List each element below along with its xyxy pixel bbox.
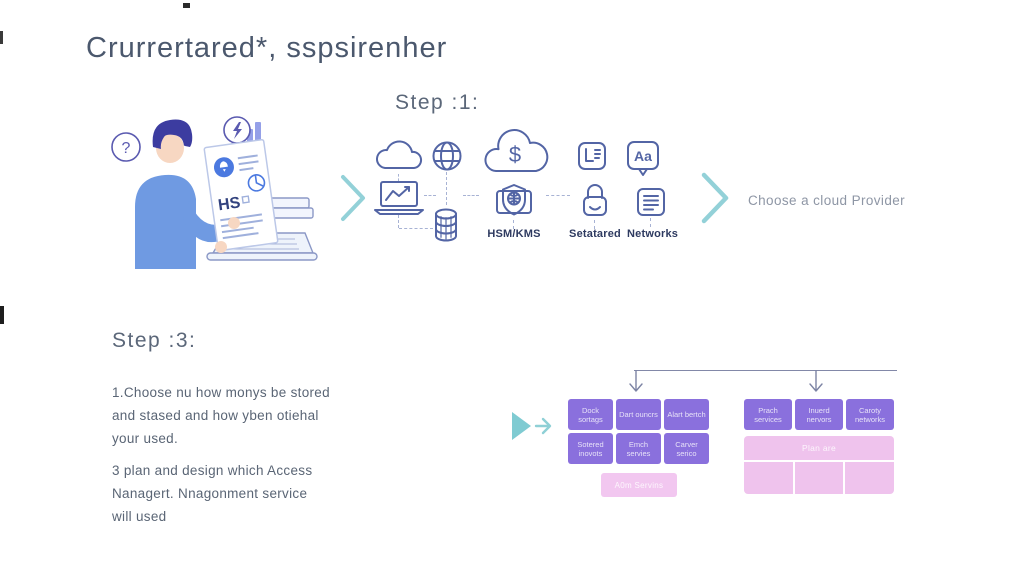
notes-document-icon	[634, 186, 668, 223]
edge-artifact-left1	[0, 31, 3, 44]
lightning-icon	[223, 116, 251, 144]
person-reading-report-illustration: ?	[111, 116, 318, 269]
connector	[546, 195, 570, 196]
label-networks: Networks	[627, 228, 679, 240]
step3-paragraph2: 3 plan and design which Access Nanagert.…	[112, 459, 312, 528]
step1-heading: Step :1:	[395, 91, 480, 114]
edge-artifact-left2	[0, 306, 4, 324]
bell-icon	[219, 161, 228, 172]
connector	[650, 218, 651, 227]
connector	[424, 195, 436, 196]
connector	[399, 228, 433, 229]
grid-cell: Dart ouncrs	[616, 399, 661, 430]
chevron-right-icon	[696, 169, 734, 232]
connector	[446, 172, 447, 205]
plan-box: Plan are	[744, 436, 894, 494]
svg-text:HS: HS	[217, 194, 242, 214]
hand	[228, 217, 240, 229]
step3-heading: Step :3:	[112, 329, 197, 352]
down-arrow-icon	[628, 369, 644, 401]
report-document: HS	[203, 138, 279, 252]
down-arrow-icon	[808, 369, 824, 401]
plan-box-divider	[793, 460, 795, 494]
hsm-shield-icon	[491, 181, 537, 226]
paragraph-line: and stased and how yben otiehal	[112, 408, 319, 423]
translate-bubble-icon: Aa	[625, 139, 661, 182]
chevron-right-icon	[336, 172, 370, 229]
connector	[463, 195, 479, 196]
step3-paragraph1: 1.Choose nu how monys be stored and stas…	[112, 381, 330, 450]
service-grid-right: Prach services Inuerd nervors Caroty net…	[744, 399, 894, 430]
question-icon: ?	[111, 132, 141, 162]
edge-artifact-top	[183, 3, 190, 8]
org-chart-bracket-line	[634, 370, 897, 371]
hand	[215, 241, 227, 253]
cloud-provider-caption: Choose a cloud Provider	[748, 193, 906, 208]
grid-cell: Caroty networks	[846, 399, 894, 430]
label-hsm-kms: HSM/KMS	[487, 228, 541, 240]
play-arrow-icon	[505, 407, 557, 450]
connector	[594, 220, 595, 229]
paragraph-line: 1.Choose nu how monys be stored	[112, 385, 330, 400]
laptop-chart-icon	[371, 179, 427, 222]
paragraph-line: will used	[112, 509, 167, 524]
list-document-icon	[576, 140, 608, 177]
connector	[398, 215, 399, 228]
padlock-icon	[579, 179, 611, 224]
paragraph-line: your used.	[112, 431, 179, 446]
globe-icon	[430, 139, 464, 178]
person-illustration: ?	[95, 103, 323, 274]
cloud-icon	[371, 136, 427, 181]
grid-cell: Emch servies	[616, 433, 661, 464]
books-stack	[264, 197, 314, 219]
connector	[513, 220, 514, 229]
database-icon	[433, 207, 459, 248]
plan-box-divider	[843, 460, 845, 494]
plan-box-header: Plan are	[801, 443, 837, 453]
page-title: Crurrertared*, sspsirenher	[86, 32, 448, 64]
cloud-dollar-icon: $	[477, 125, 553, 186]
svg-text:?: ?	[122, 140, 131, 157]
grid-cell: Dock sortags	[568, 399, 613, 430]
paragraph-line: 3 plan and design which Access	[112, 463, 313, 478]
grid-cell: Alart bertch	[664, 399, 709, 430]
aa-glyph: Aa	[634, 148, 652, 164]
service-grid-left: Dock sortags Dart ouncrs Alart bertch So…	[568, 399, 709, 464]
connector	[398, 174, 399, 181]
admin-service-label: A0m Servins	[614, 480, 664, 490]
plan-box-divider	[744, 460, 894, 462]
dollar-glyph: $	[509, 142, 521, 167]
grid-cell: Carver serico	[664, 433, 709, 464]
admin-service-box: A0m Servins	[601, 473, 677, 497]
grid-cell: Sotered inovots	[568, 433, 613, 464]
label-setatared: Setatared	[569, 228, 621, 240]
paragraph-line: Nanagert. Nnagonment service	[112, 486, 308, 501]
grid-cell: Prach services	[744, 399, 792, 430]
grid-cell: Inuerd nervors	[795, 399, 843, 430]
